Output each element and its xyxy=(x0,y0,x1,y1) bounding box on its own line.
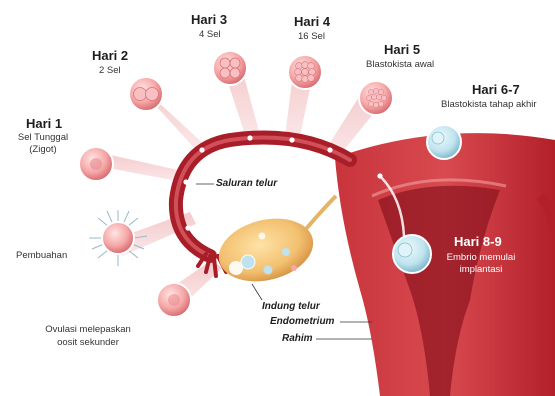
label-uterus: Rahim xyxy=(282,333,313,344)
stage-d2-day: Hari 2 xyxy=(92,48,128,63)
stage-d67-desc: Blastokista tahap akhir xyxy=(441,99,537,110)
stage-d89-day: Hari 8-9 xyxy=(454,234,502,249)
stage-d67-day: Hari 6-7 xyxy=(472,82,520,97)
ovary-body xyxy=(212,209,320,290)
label-endometrium: Endometrium xyxy=(270,316,334,327)
stage-d89-desc-2: implantasi xyxy=(436,264,526,275)
cell-d67 xyxy=(427,125,461,159)
label-fallopian-tube: Saluran telur xyxy=(216,178,277,189)
ovary xyxy=(212,196,336,291)
cell-d89 xyxy=(393,235,431,273)
stage-d89-desc-1: Embrio memulai xyxy=(436,252,526,263)
label-ovulation-2: oosit sekunder xyxy=(20,337,156,348)
stage-d4-day: Hari 4 xyxy=(294,14,330,29)
label-fertilization: Pembuahan xyxy=(16,250,67,261)
stage-d1-day: Hari 1 xyxy=(26,116,62,131)
stage-d3-desc: 4 Sel xyxy=(199,29,221,40)
label-ovary: Indung telur xyxy=(262,301,320,312)
stage-d5-desc: Blastokista awal xyxy=(366,59,434,70)
stage-d1-desc-1: Sel Tunggal xyxy=(16,132,70,143)
label-ovulation-1: Ovulasi melepaskan xyxy=(20,324,156,335)
stage-d1-desc-2: (Zigot) xyxy=(16,144,70,155)
cell-d3 xyxy=(213,51,247,85)
stage-d4-desc: 16 Sel xyxy=(298,31,325,42)
ovulated-oocyte xyxy=(229,261,243,275)
stage-d3-day: Hari 3 xyxy=(191,12,227,27)
stage-d5-day: Hari 5 xyxy=(384,42,420,57)
stage-d2-desc: 2 Sel xyxy=(99,65,121,76)
